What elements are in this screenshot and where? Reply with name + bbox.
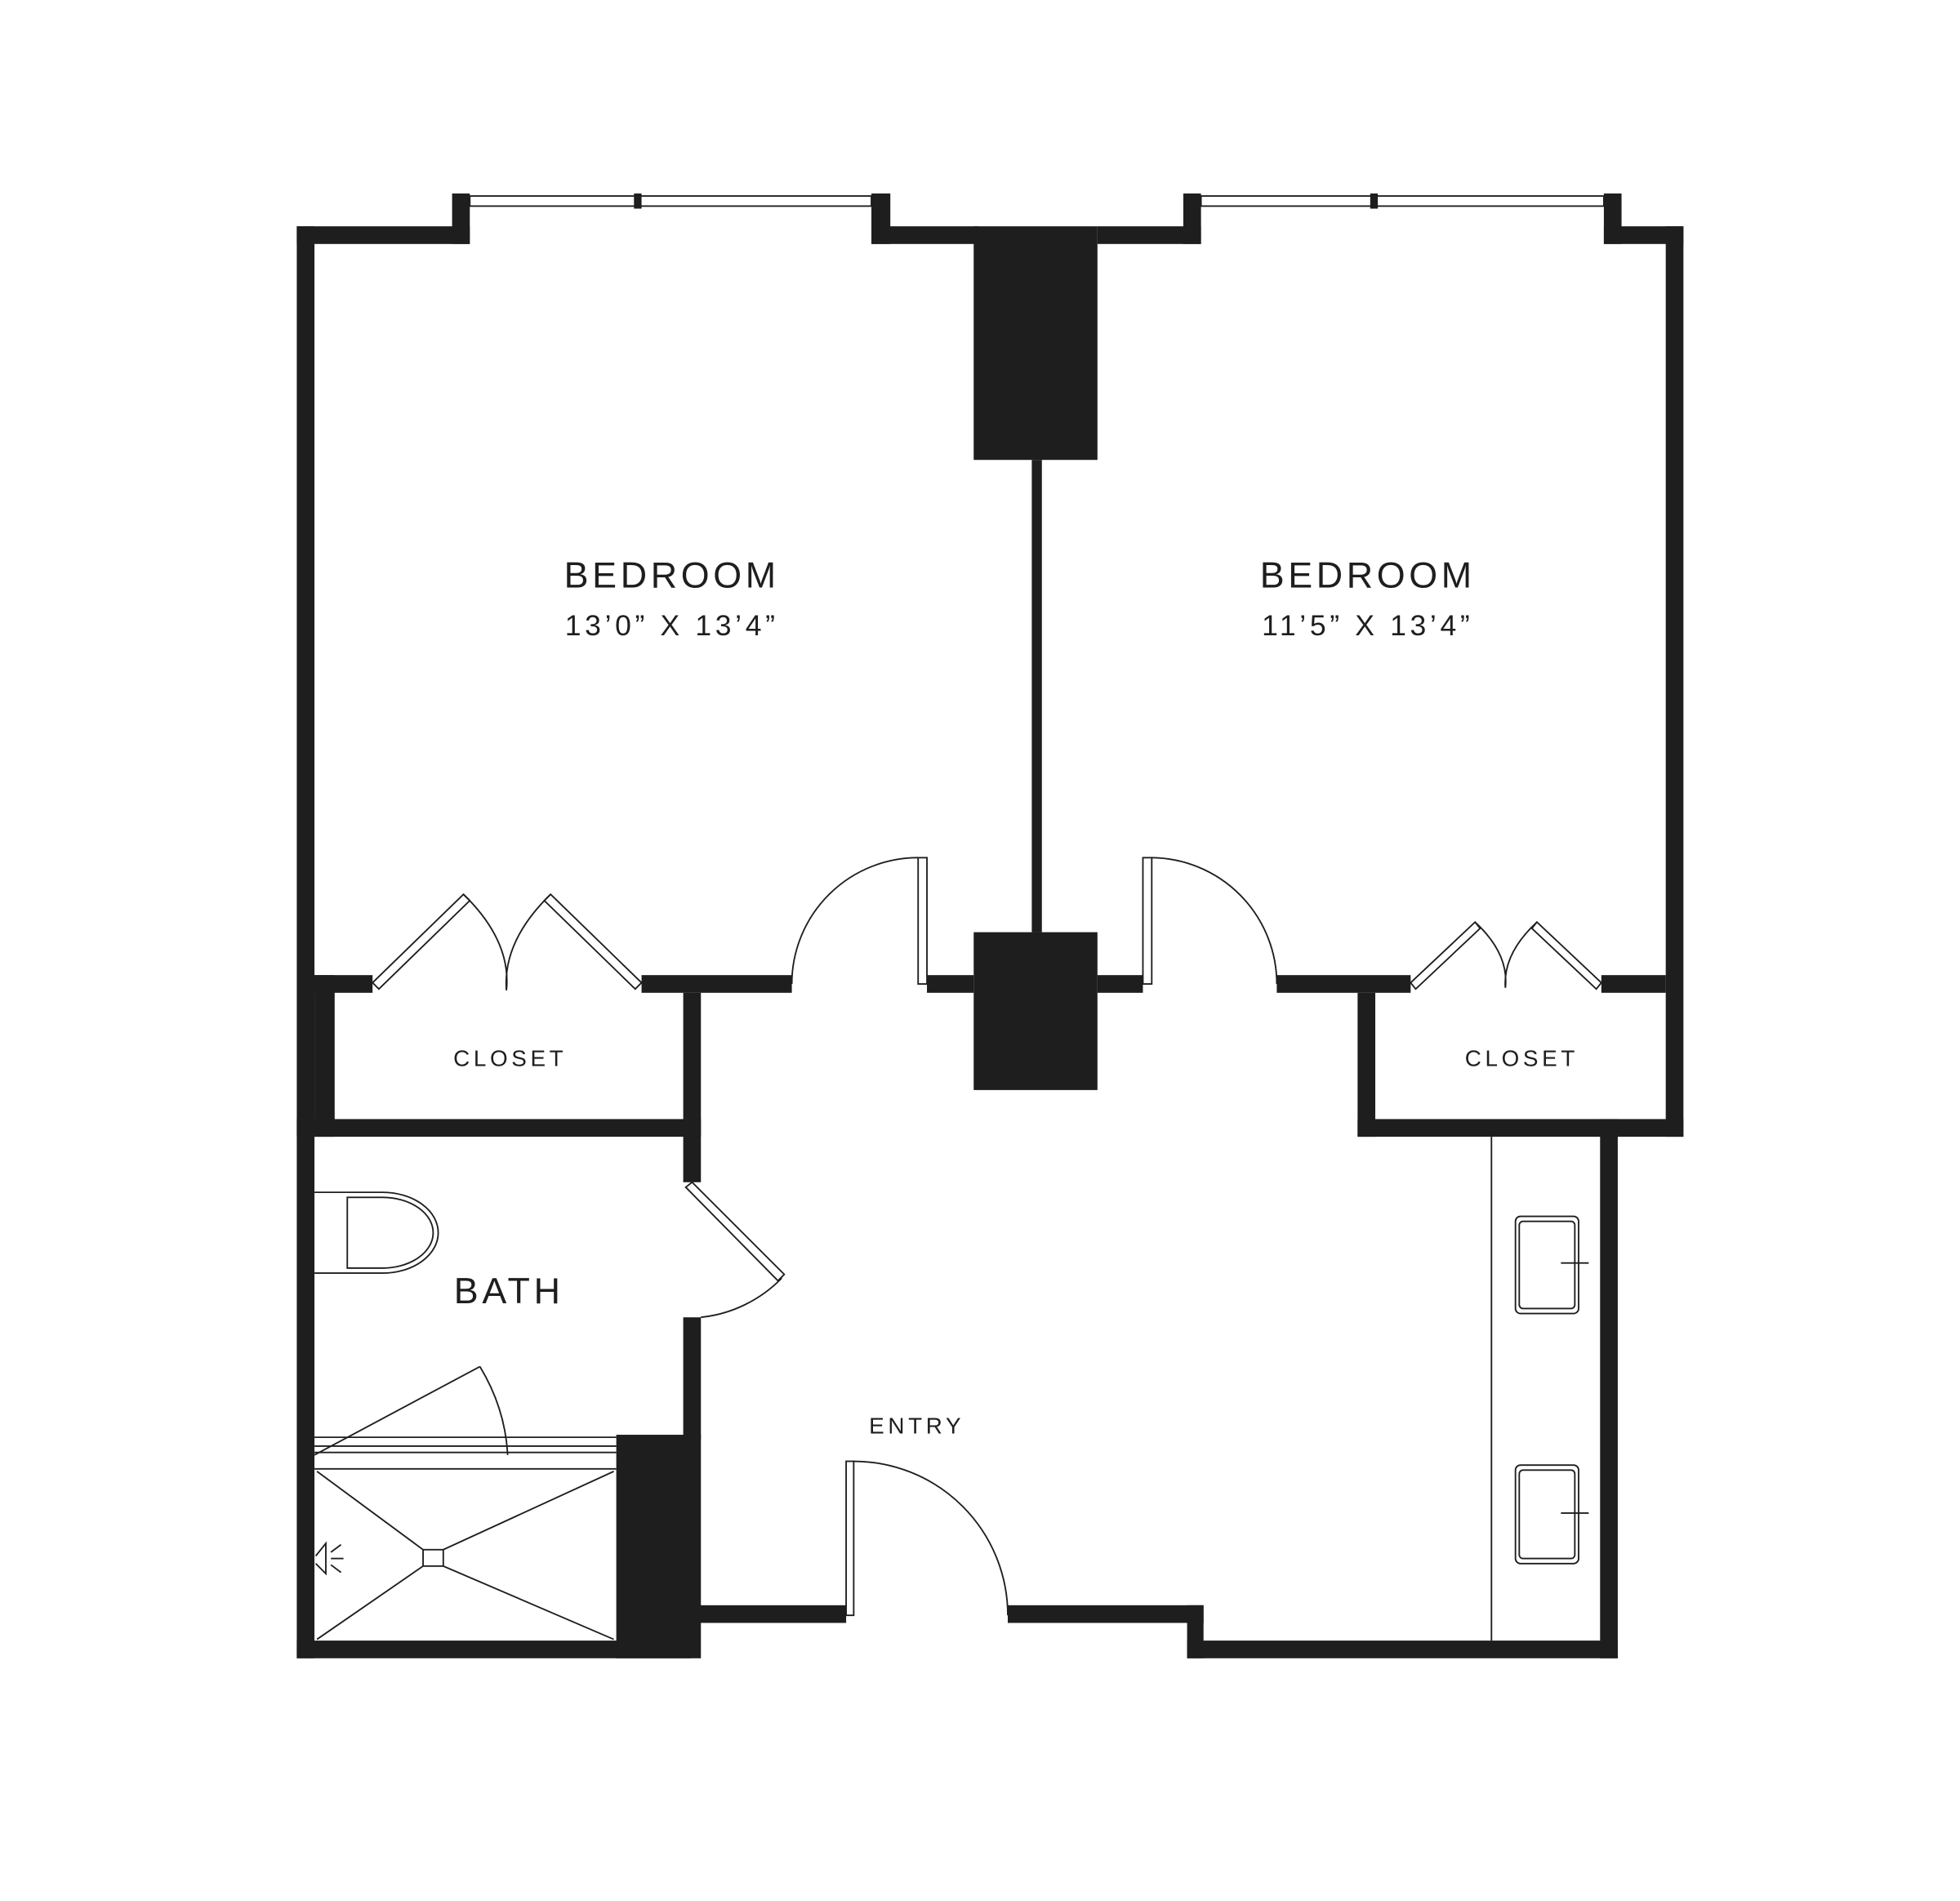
toilet [314, 1191, 439, 1275]
closet-bifold-door-1 [371, 893, 643, 991]
walls [296, 193, 1684, 1658]
bedroom-2-dimensions: 11’5” X 13’4” [1262, 609, 1473, 642]
room-labels: BEDROOM 13’0” X 13’4” BEDROOM 11’5” X 13… [453, 554, 1579, 1438]
doors [371, 857, 1603, 1617]
bedroom-1-dimensions: 13’0” X 13’4” [565, 609, 779, 642]
entry-door [845, 1460, 1009, 1617]
windows [469, 193, 1605, 209]
fixtures [314, 1137, 1589, 1641]
entry-label: ENTRY [869, 1413, 964, 1438]
vanity [1490, 1137, 1589, 1641]
bath-label: BATH [454, 1270, 564, 1311]
bath-door [684, 1181, 786, 1319]
closet-2-label: CLOSET [1465, 1045, 1579, 1071]
closet-1-label: CLOSET [453, 1045, 567, 1071]
bedroom-2-label: BEDROOM [1260, 554, 1476, 595]
closet-bifold-door-2 [1410, 920, 1603, 991]
shower [314, 1365, 617, 1641]
bedroom-2-door [1142, 857, 1278, 985]
bedroom-1-label: BEDROOM [564, 554, 780, 595]
bedroom-1-door [791, 857, 928, 985]
